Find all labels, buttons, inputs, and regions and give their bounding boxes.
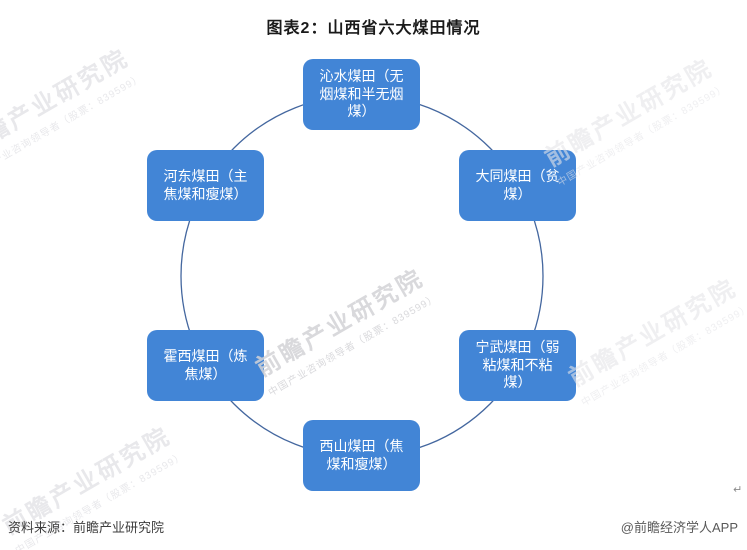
credit-note: @前瞻经济学人APP — [620, 520, 738, 535]
node-xishan-coalfield: 西山煤田（焦煤和瘦煤） — [303, 420, 420, 491]
node-label: 河东煤田（主焦煤和瘦煤） — [163, 167, 248, 202]
node-hedong-coalfield: 河东煤田（主焦煤和瘦煤） — [147, 150, 264, 221]
node-label: 大同煤田（贫煤） — [475, 167, 560, 202]
source-note: 资料来源：前瞻产业研究院 — [8, 520, 165, 535]
chart-title: 图表2：山西省六大煤田情况 — [266, 20, 481, 37]
node-qinshui-coalfield: 沁水煤田（无烟煤和半无烟煤） — [303, 59, 420, 130]
return-mark-artifact: ↵ — [733, 484, 743, 496]
node-label: 西山煤田（焦煤和瘦煤） — [319, 437, 404, 472]
node-label: 霍西煤田（炼焦煤） — [163, 347, 248, 382]
node-huoxi-coalfield: 霍西煤田（炼焦煤） — [147, 330, 264, 401]
node-label: 宁武煤田（弱粘煤和不粘煤） — [475, 338, 560, 391]
node-ningwu-coalfield: 宁武煤田（弱粘煤和不粘煤） — [459, 330, 576, 401]
node-datong-coalfield: 大同煤田（贫煤） — [459, 150, 576, 221]
node-label: 沁水煤田（无烟煤和半无烟煤） — [319, 67, 404, 120]
